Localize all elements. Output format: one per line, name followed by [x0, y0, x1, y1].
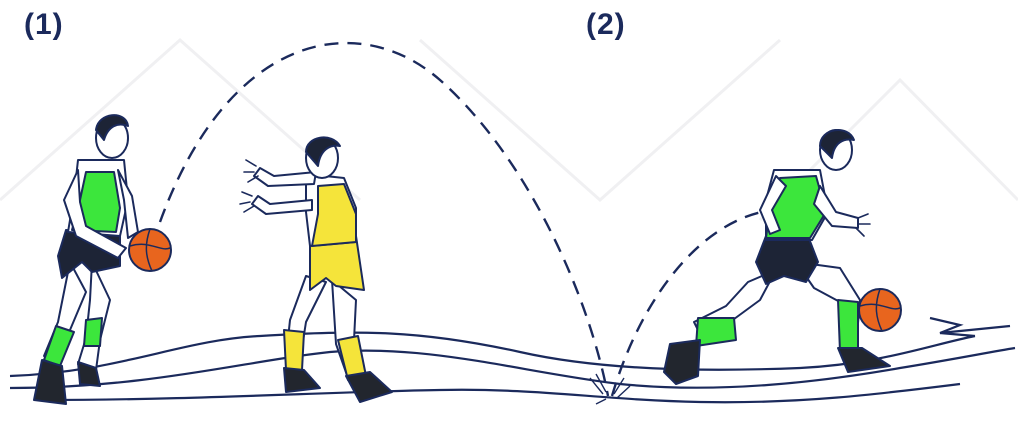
player-passer: [34, 115, 171, 404]
player-dribbler: [664, 130, 901, 384]
background-watermark: [0, 40, 1018, 220]
bounce-pass-path: [160, 43, 608, 396]
